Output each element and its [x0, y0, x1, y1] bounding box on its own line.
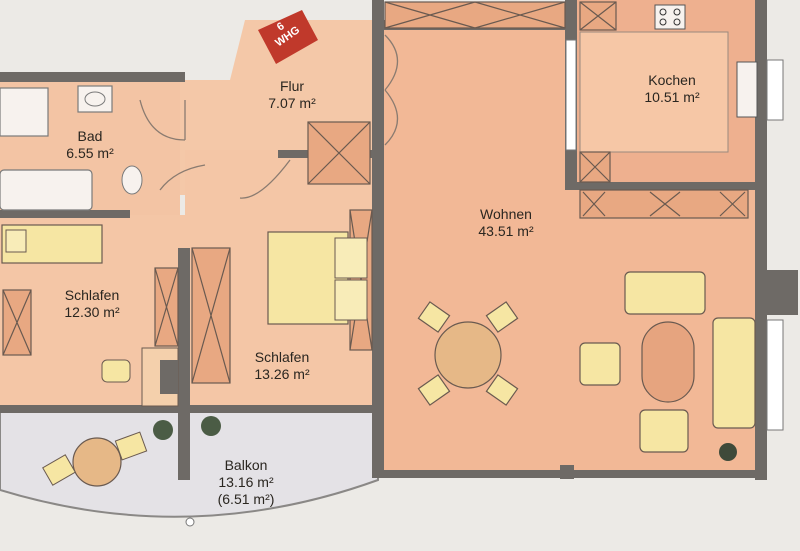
room-area: 43.51 m² [478, 223, 534, 239]
windows [565, 39, 784, 431]
room-label-flur: Flur 7.07 m² [268, 78, 315, 112]
room-area: 12.30 m² [64, 304, 120, 320]
room-name: Schlafen [254, 349, 310, 365]
room-label-wohnen: Wohnen 43.51 m² [478, 206, 533, 240]
bathroom-fixtures [0, 85, 143, 211]
balcony-furniture [42, 416, 221, 527]
room-label-schlafen-1: Schlafen 12.30 m² [64, 287, 119, 321]
door-swings [139, 34, 398, 199]
room-label-kochen: Kochen 10.51 m² [644, 72, 699, 106]
room-area: 13.26 m² [254, 366, 310, 382]
room-area: 10.51 m² [644, 89, 700, 105]
room-area: 6.55 m² [66, 145, 114, 161]
living-furniture [417, 271, 756, 461]
room-area-net: (6.51 m²) [217, 491, 275, 507]
room-name: Flur [279, 78, 305, 94]
room-name: Wohnen [480, 206, 532, 222]
kitchen-appliances [654, 4, 758, 118]
room-name: Bad [77, 128, 103, 144]
room-name: Schlafen [64, 287, 120, 303]
room-label-schlafen-2: Schlafen 13.26 m² [254, 349, 309, 383]
room-area: 7.07 m² [268, 95, 316, 111]
bedroom-furniture [1, 224, 368, 407]
room-label-bad: Bad 6.55 m² [66, 128, 113, 162]
room-name: Balkon [224, 457, 268, 473]
room-area: 13.16 m² [218, 474, 274, 490]
room-label-balkon: Balkon 13.16 m² (6.51 m²) [218, 457, 275, 508]
kitchen-counter [579, 31, 729, 153]
room-name: Kochen [648, 72, 696, 88]
entrance-marker-shape [258, 10, 318, 64]
